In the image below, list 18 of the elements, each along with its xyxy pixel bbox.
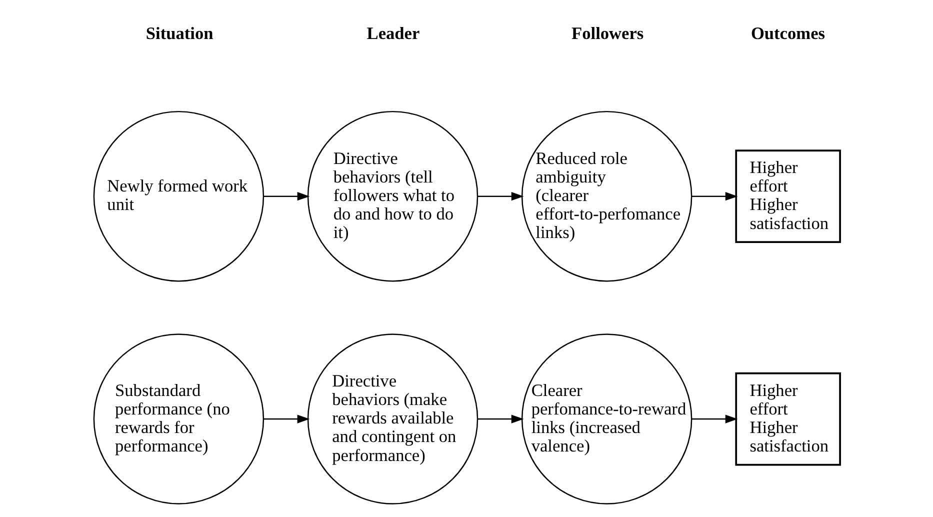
node-box: Higher effort Higher satisfaction	[734, 372, 840, 466]
node-circle: Substandard performance (no rewards for performance)	[92, 334, 264, 504]
label: Situation	[145, 24, 213, 43]
arrow	[477, 414, 524, 424]
node-circle: Directive behaviors (make rewards available and contingent on performance)	[306, 334, 478, 504]
arrow	[477, 192, 524, 201]
node-circle: Directive behaviors (tell followers what to do and how to do it)	[306, 110, 478, 282]
node-circle: Reduced role ambiguity (clearer effort-to-perfomance links)	[520, 110, 692, 282]
arrow	[691, 414, 738, 424]
arrow	[691, 192, 738, 201]
label: Followers	[571, 24, 644, 43]
arrow	[263, 414, 310, 424]
label: Leader	[366, 24, 420, 43]
arrow	[263, 192, 310, 201]
node-circle: Newly formed work unit	[92, 110, 264, 282]
label: Outcomes	[750, 24, 825, 43]
node-circle: Clearer perfomance-to-reward links (increased valence)	[520, 334, 692, 504]
node-box: Higher effort Higher satisfaction	[734, 150, 840, 244]
